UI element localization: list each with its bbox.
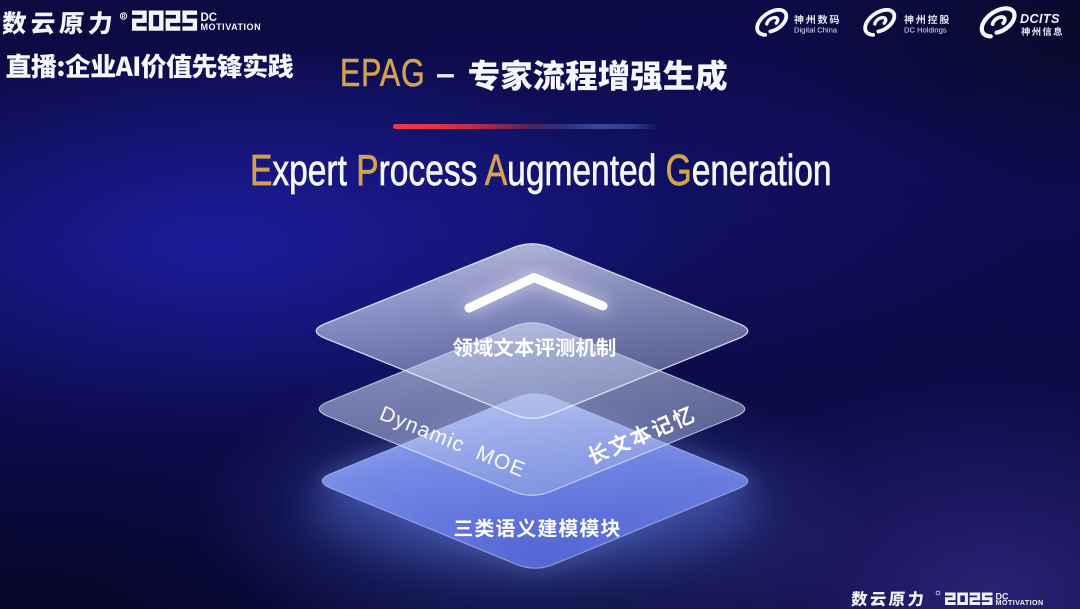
svg-text:MOTIVATION: MOTIVATION xyxy=(996,598,1044,607)
svg-text:DC Holdings: DC Holdings xyxy=(904,26,947,35)
svg-text:MOTIVATION: MOTIVATION xyxy=(201,22,262,32)
svg-text:Digital China: Digital China xyxy=(794,26,838,35)
svg-text:DC: DC xyxy=(996,591,1009,601)
svg-text:DC: DC xyxy=(201,12,218,24)
svg-text:DCITS: DCITS xyxy=(1020,12,1060,26)
svg-text:R: R xyxy=(122,14,126,20)
